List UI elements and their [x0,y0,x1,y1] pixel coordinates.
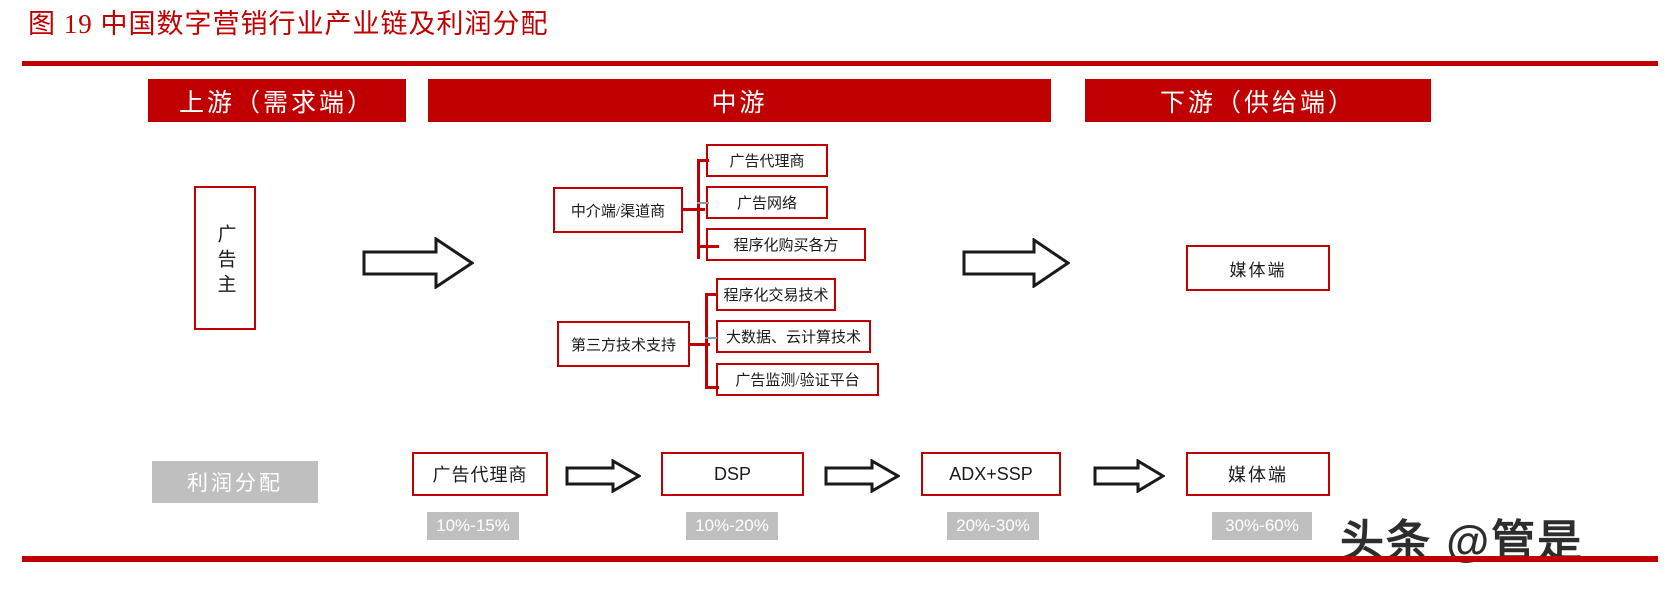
node-advertiser: 广告主 [194,186,256,330]
profit-arrow-2 [824,459,900,493]
node-bigdata-cloud-tech: 大数据、云计算技术 [716,320,871,353]
profit-share-ad-agency: 10%-15% [427,512,519,540]
header-bar-upstream: 上游（需求端） [148,79,406,122]
flow-arrow-upstream-to-midstream [362,237,474,289]
node-media-downstream: 媒体端 [1186,245,1330,291]
connector-g2-stem [690,343,710,346]
node-ad-network: 广告网络 [706,186,828,219]
connector-g2-branch-1 [705,293,717,296]
connector-g2-branch-3 [705,386,719,389]
profit-step-media: 媒体端 [1186,452,1330,496]
header-bar-midstream: 中游 [428,79,1051,122]
header-bar-downstream: 下游（供给端） [1085,79,1431,122]
profit-share-adx-ssp: 20%-30% [947,512,1039,540]
node-ad-monitoring-platform: 广告监测/验证平台 [716,363,879,396]
node-third-party-tech: 第三方技术支持 [557,321,690,367]
profit-arrow-1 [565,459,641,493]
profit-step-dsp: DSP [661,452,804,496]
profit-step-ad-agency: 广告代理商 [412,452,548,496]
profit-share-media: 30%-60% [1212,512,1312,540]
connector-g1-stem [683,208,705,211]
title-divider [22,61,1658,66]
node-programmatic-buyers: 程序化购买各方 [706,228,866,261]
node-ad-agency: 广告代理商 [706,144,828,177]
connector-g1-branch-2 [697,202,709,204]
connector-g1-branch-1 [697,159,709,162]
profit-share-dsp: 10%-20% [686,512,778,540]
bottom-divider [22,556,1658,562]
profit-arrow-3 [1093,459,1165,493]
flow-arrow-midstream-to-downstream [962,238,1070,288]
connector-g2-branch-2 [705,337,717,339]
connector-g1-branch-3 [697,245,719,248]
page-title: 图 19 中国数字营销行业产业链及利润分配 [28,9,549,39]
node-programmatic-trading-tech: 程序化交易技术 [716,278,836,311]
profit-step-adx-ssp: ADX+SSP [921,452,1061,496]
node-channel-agent: 中介端/渠道商 [553,187,683,233]
connector-g2-spine [705,293,708,389]
connector-g1-spine [697,159,700,259]
profit-distribution-label: 利润分配 [152,461,318,503]
